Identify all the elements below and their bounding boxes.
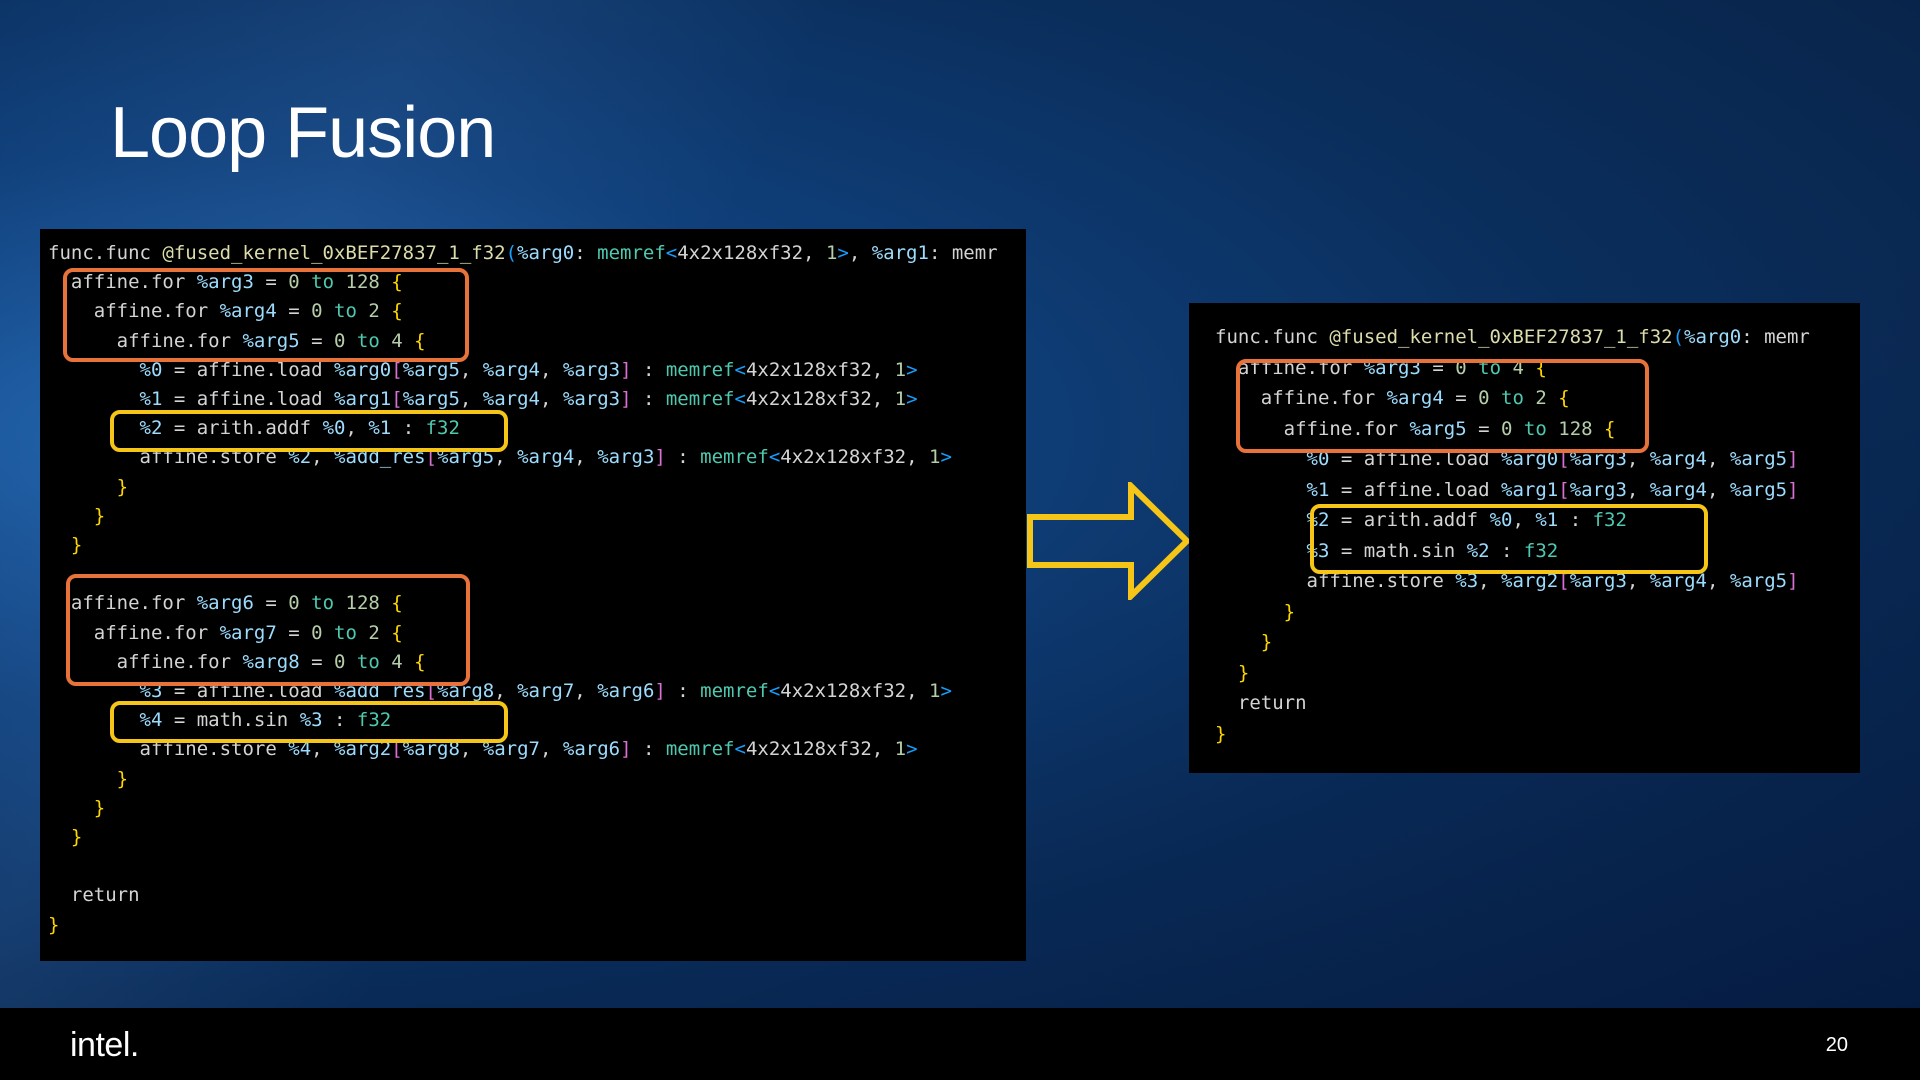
code-line: } [1237,661,1250,684]
addf-op-highlight [110,410,508,452]
code-line: } [1215,722,1227,745]
code-line: affine.for %arg4 = 0 to 2 { [1260,387,1570,409]
page-number: 20 [1825,1034,1848,1056]
code-line: } [1283,600,1296,623]
code-line: %0 = affine.load %arg0[%arg3, %arg4, %ar… [1306,448,1799,470]
code-line: } [1260,631,1273,653]
code-line: affine.for %arg8 = 0 to 4 { [116,650,426,673]
sin-op-highlight [110,701,508,743]
code-line: affine.store %3, %arg2[%arg3, %arg4, %ar… [1306,570,1799,592]
code-line: %2 = arith.addf %0, %1 : f32 [1306,509,1627,531]
code-line: affine.for %arg3 = 0 to 128 { [70,271,403,294]
code-line: %2 = arith.addf %0, %1 : f32 [139,417,460,440]
code-line: func.func @fused_kernel_0xBEF27837_1_f32… [48,242,998,264]
code-line: } [70,826,83,848]
fused-loop-nest-highlight [1236,359,1649,453]
code-line: } [70,534,83,556]
code-panel-before: func.func @fused_kernel_0xBEF27837_1_f32… [40,229,1026,961]
code-line: affine.store %4, %arg2[%arg8, %arg7, %ar… [139,738,918,761]
code-line: affine.for %arg4 = 0 to 2 { [93,300,403,323]
code-line: return [1237,692,1307,714]
loop-nest-highlight-2 [66,574,470,686]
code-line: %1 = affine.load %arg1[%arg5, %arg4, %ar… [139,388,918,410]
footer-bar [0,1008,1920,1080]
code-line: } [93,796,106,819]
code-line: affine.for %arg7 = 0 to 2 { [93,621,403,644]
transform-arrow-icon [1027,482,1191,600]
code-line: affine.for %arg6 = 0 to 128 { [70,592,403,615]
code-line: %3 = math.sin %2 : f32 [1306,539,1559,562]
code-line: } [116,767,129,790]
intel-logo: intel. [70,1026,139,1064]
code-line: %0 = affine.load %arg0[%arg5, %arg4, %ar… [139,358,918,381]
code-line: } [48,913,60,936]
code-line: func.func @fused_kernel_0xBEF27837_1_f32… [1215,326,1810,348]
code-line: return [70,884,140,907]
code-line: %4 = math.sin %3 : f32 [139,709,392,732]
loop-nest-highlight-1 [63,268,469,362]
code-line: affine.for %arg5 = 0 to 4 { [116,329,426,352]
slide-title: Loop Fusion [110,93,496,173]
code-line: } [93,504,106,527]
code-line: } [116,475,129,498]
code-line: %1 = affine.load %arg1[%arg3, %arg4, %ar… [1306,478,1799,501]
fused-ops-highlight [1310,504,1708,574]
code-line: affine.for %arg5 = 0 to 128 { [1283,417,1616,440]
